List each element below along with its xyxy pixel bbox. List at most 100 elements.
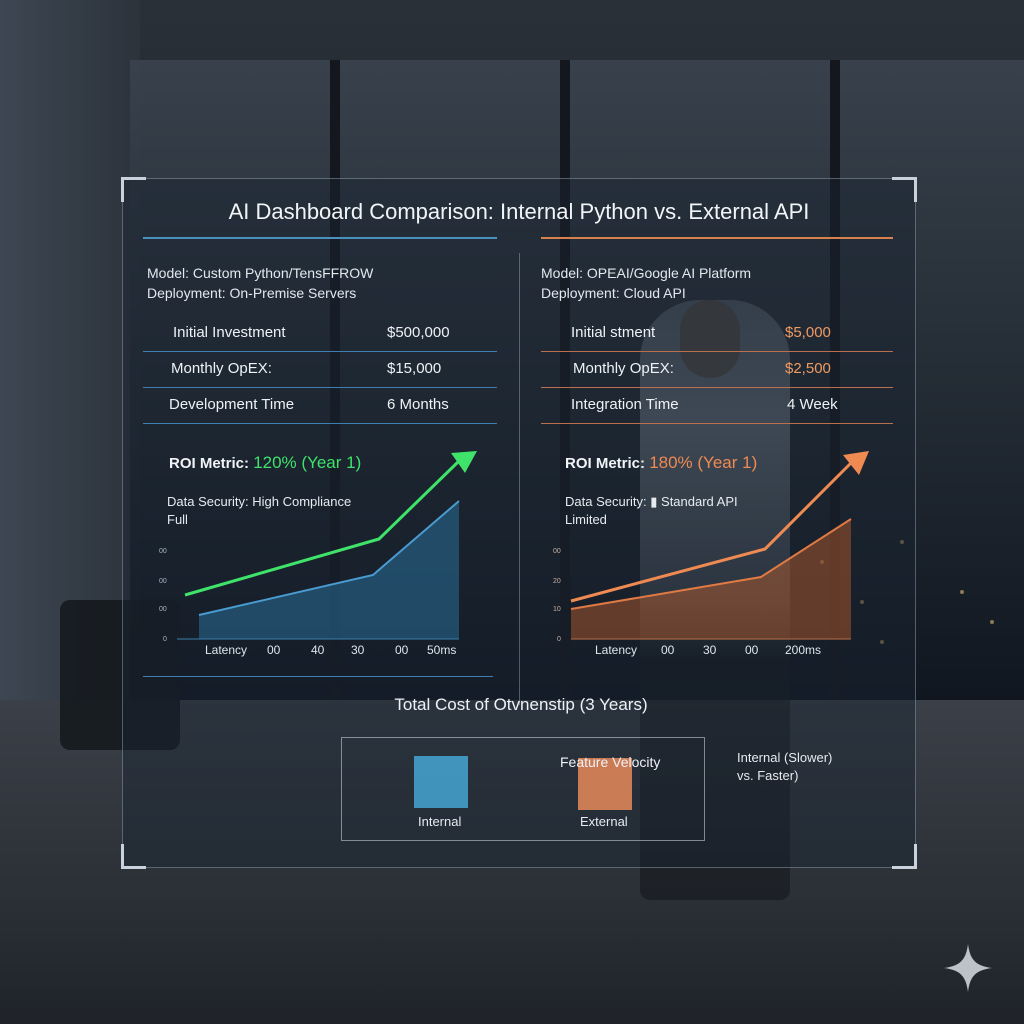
- row-label: Development Time: [169, 396, 295, 413]
- internal-row-investment: Initial Investment $500,000: [143, 315, 497, 352]
- office-floor: [0, 700, 1024, 1024]
- row-value: $2,500: [785, 360, 831, 377]
- roi-label: ROI Metric:: [565, 455, 646, 472]
- latency-tick: 00: [395, 643, 409, 657]
- window-frame: [560, 60, 570, 700]
- note-line: Internal (Slower): [737, 750, 833, 765]
- y-tick: 20: [553, 578, 561, 585]
- roi-label: ROI Metric:: [169, 455, 250, 472]
- legend-internal: Internal: [418, 814, 462, 829]
- latency-label: Latency: [205, 643, 248, 657]
- row-value: 4 Week: [787, 396, 838, 413]
- internal-area-line: [198, 500, 460, 616]
- internal-model: Model: Custom Python/TensFFROW: [147, 265, 374, 281]
- y-tick: 00: [553, 548, 561, 555]
- latency-tick: 50ms: [427, 643, 457, 657]
- frame-corner-icon: [892, 177, 917, 202]
- trend-arrow-icon: [843, 451, 869, 475]
- row-value: $5,000: [785, 324, 831, 341]
- y-tick: 10: [553, 606, 561, 613]
- internal-model-info: Model: Custom Python/TensFFROW Deploymen…: [147, 263, 373, 303]
- external-row-investment: Initial stment $5,000: [541, 315, 893, 352]
- internal-trend-chart: 00 00 00 0: [159, 451, 477, 643]
- row-label: Integration Time: [571, 396, 679, 413]
- roi-value: 180% (Year 1): [649, 453, 758, 472]
- office-chair: [60, 600, 180, 750]
- internal-deployment: Deployment: On-Premise Servers: [147, 285, 357, 301]
- row-label: Monthly OpEX:: [573, 360, 674, 377]
- internal-latency-axis: Latency 00 40 30 00 50ms: [205, 643, 505, 659]
- security-line: Data Security: High Compliance: [167, 494, 352, 509]
- security-line: Limited: [565, 512, 607, 527]
- latency-tick: 00: [267, 643, 281, 657]
- y-tick: 00: [159, 606, 167, 613]
- internal-security: Data Security: High Compliance Full: [167, 493, 351, 529]
- legend-external: External: [580, 814, 628, 829]
- external-latency-axis: Latency 00 30 00 200ms: [595, 643, 895, 659]
- external-trend-chart: 00 20 10 0: [553, 451, 869, 643]
- holographic-dashboard: AI Dashboard Comparison: Internal Python…: [121, 177, 917, 869]
- frame-corner-icon: [121, 844, 146, 869]
- external-row-integration-time: Integration Time 4 Week: [541, 387, 893, 424]
- note-line: vs. Faster): [737, 768, 799, 783]
- column-divider: [519, 253, 520, 705]
- y-tick: 00: [159, 578, 167, 585]
- latency-tick: 30: [351, 643, 365, 657]
- tco-title: Total Cost of Otvnenstip (3 Years): [394, 695, 648, 714]
- window-frame: [830, 60, 840, 700]
- internal-roi: ROI Metric: 120% (Year 1): [169, 453, 361, 473]
- row-value: $500,000: [387, 324, 450, 341]
- city-light: [960, 590, 964, 594]
- latency-tick: 200ms: [785, 643, 822, 657]
- external-deployment: Deployment: Cloud API: [541, 285, 686, 301]
- row-label: Initial Investment: [173, 324, 286, 341]
- security-line: Full: [167, 512, 188, 527]
- security-line: Data Security: ▮ Standard API: [565, 494, 738, 509]
- city-light: [860, 600, 864, 604]
- internal-area-series: [199, 501, 459, 639]
- y-tick: 0: [163, 636, 167, 643]
- external-swatch: [578, 758, 632, 810]
- presenter-head: [680, 300, 740, 378]
- internal-footer-rule: [143, 676, 493, 677]
- presenter-figure: [640, 300, 790, 900]
- external-area-series: [571, 519, 851, 639]
- row-value: 6 Months: [387, 396, 449, 413]
- latency-label: Latency: [595, 643, 638, 657]
- window-frame: [330, 60, 340, 700]
- external-model: Model: OPEAI/Google AI Platform: [541, 265, 752, 281]
- external-roi: ROI Metric: 180% (Year 1): [565, 453, 757, 473]
- frame-corner-icon: [892, 844, 917, 869]
- latency-tick: 00: [661, 643, 675, 657]
- legend-box: Internal External Feature Velocity: [341, 737, 705, 841]
- dashboard-title: AI Dashboard Comparison: Internal Python…: [228, 199, 810, 224]
- row-value: $15,000: [387, 360, 442, 377]
- external-security: Data Security: ▮ Standard API Limited: [565, 493, 738, 529]
- internal-roi-trend: [184, 459, 461, 597]
- row-label: Monthly OpEX:: [171, 360, 272, 377]
- latency-tick: 30: [703, 643, 717, 657]
- velocity-note: Internal (Slower) vs. Faster): [737, 749, 832, 785]
- trend-arrow-icon: [451, 451, 477, 473]
- roi-value: 120% (Year 1): [253, 453, 362, 472]
- y-tick: 0: [557, 636, 561, 643]
- city-light: [820, 560, 824, 564]
- internal-swatch: [414, 756, 468, 808]
- external-row-opex: Monthly OpEX: $2,500: [541, 351, 893, 388]
- external-roi-trend: [570, 461, 853, 603]
- feature-velocity-label: Feature Velocity: [560, 754, 661, 770]
- city-light: [880, 640, 884, 644]
- latency-tick: 00: [745, 643, 759, 657]
- frame-corner-icon: [121, 177, 146, 202]
- city-light: [990, 620, 994, 624]
- external-header-rule: [541, 237, 893, 239]
- internal-row-dev-time: Development Time 6 Months: [143, 387, 497, 424]
- city-light: [900, 540, 904, 544]
- external-area-line: [570, 518, 852, 610]
- internal-header-rule: [143, 237, 497, 239]
- row-label: Initial stment: [571, 324, 656, 341]
- y-tick: 00: [159, 548, 167, 555]
- city-window: [130, 60, 1024, 700]
- latency-tick: 40: [311, 643, 325, 657]
